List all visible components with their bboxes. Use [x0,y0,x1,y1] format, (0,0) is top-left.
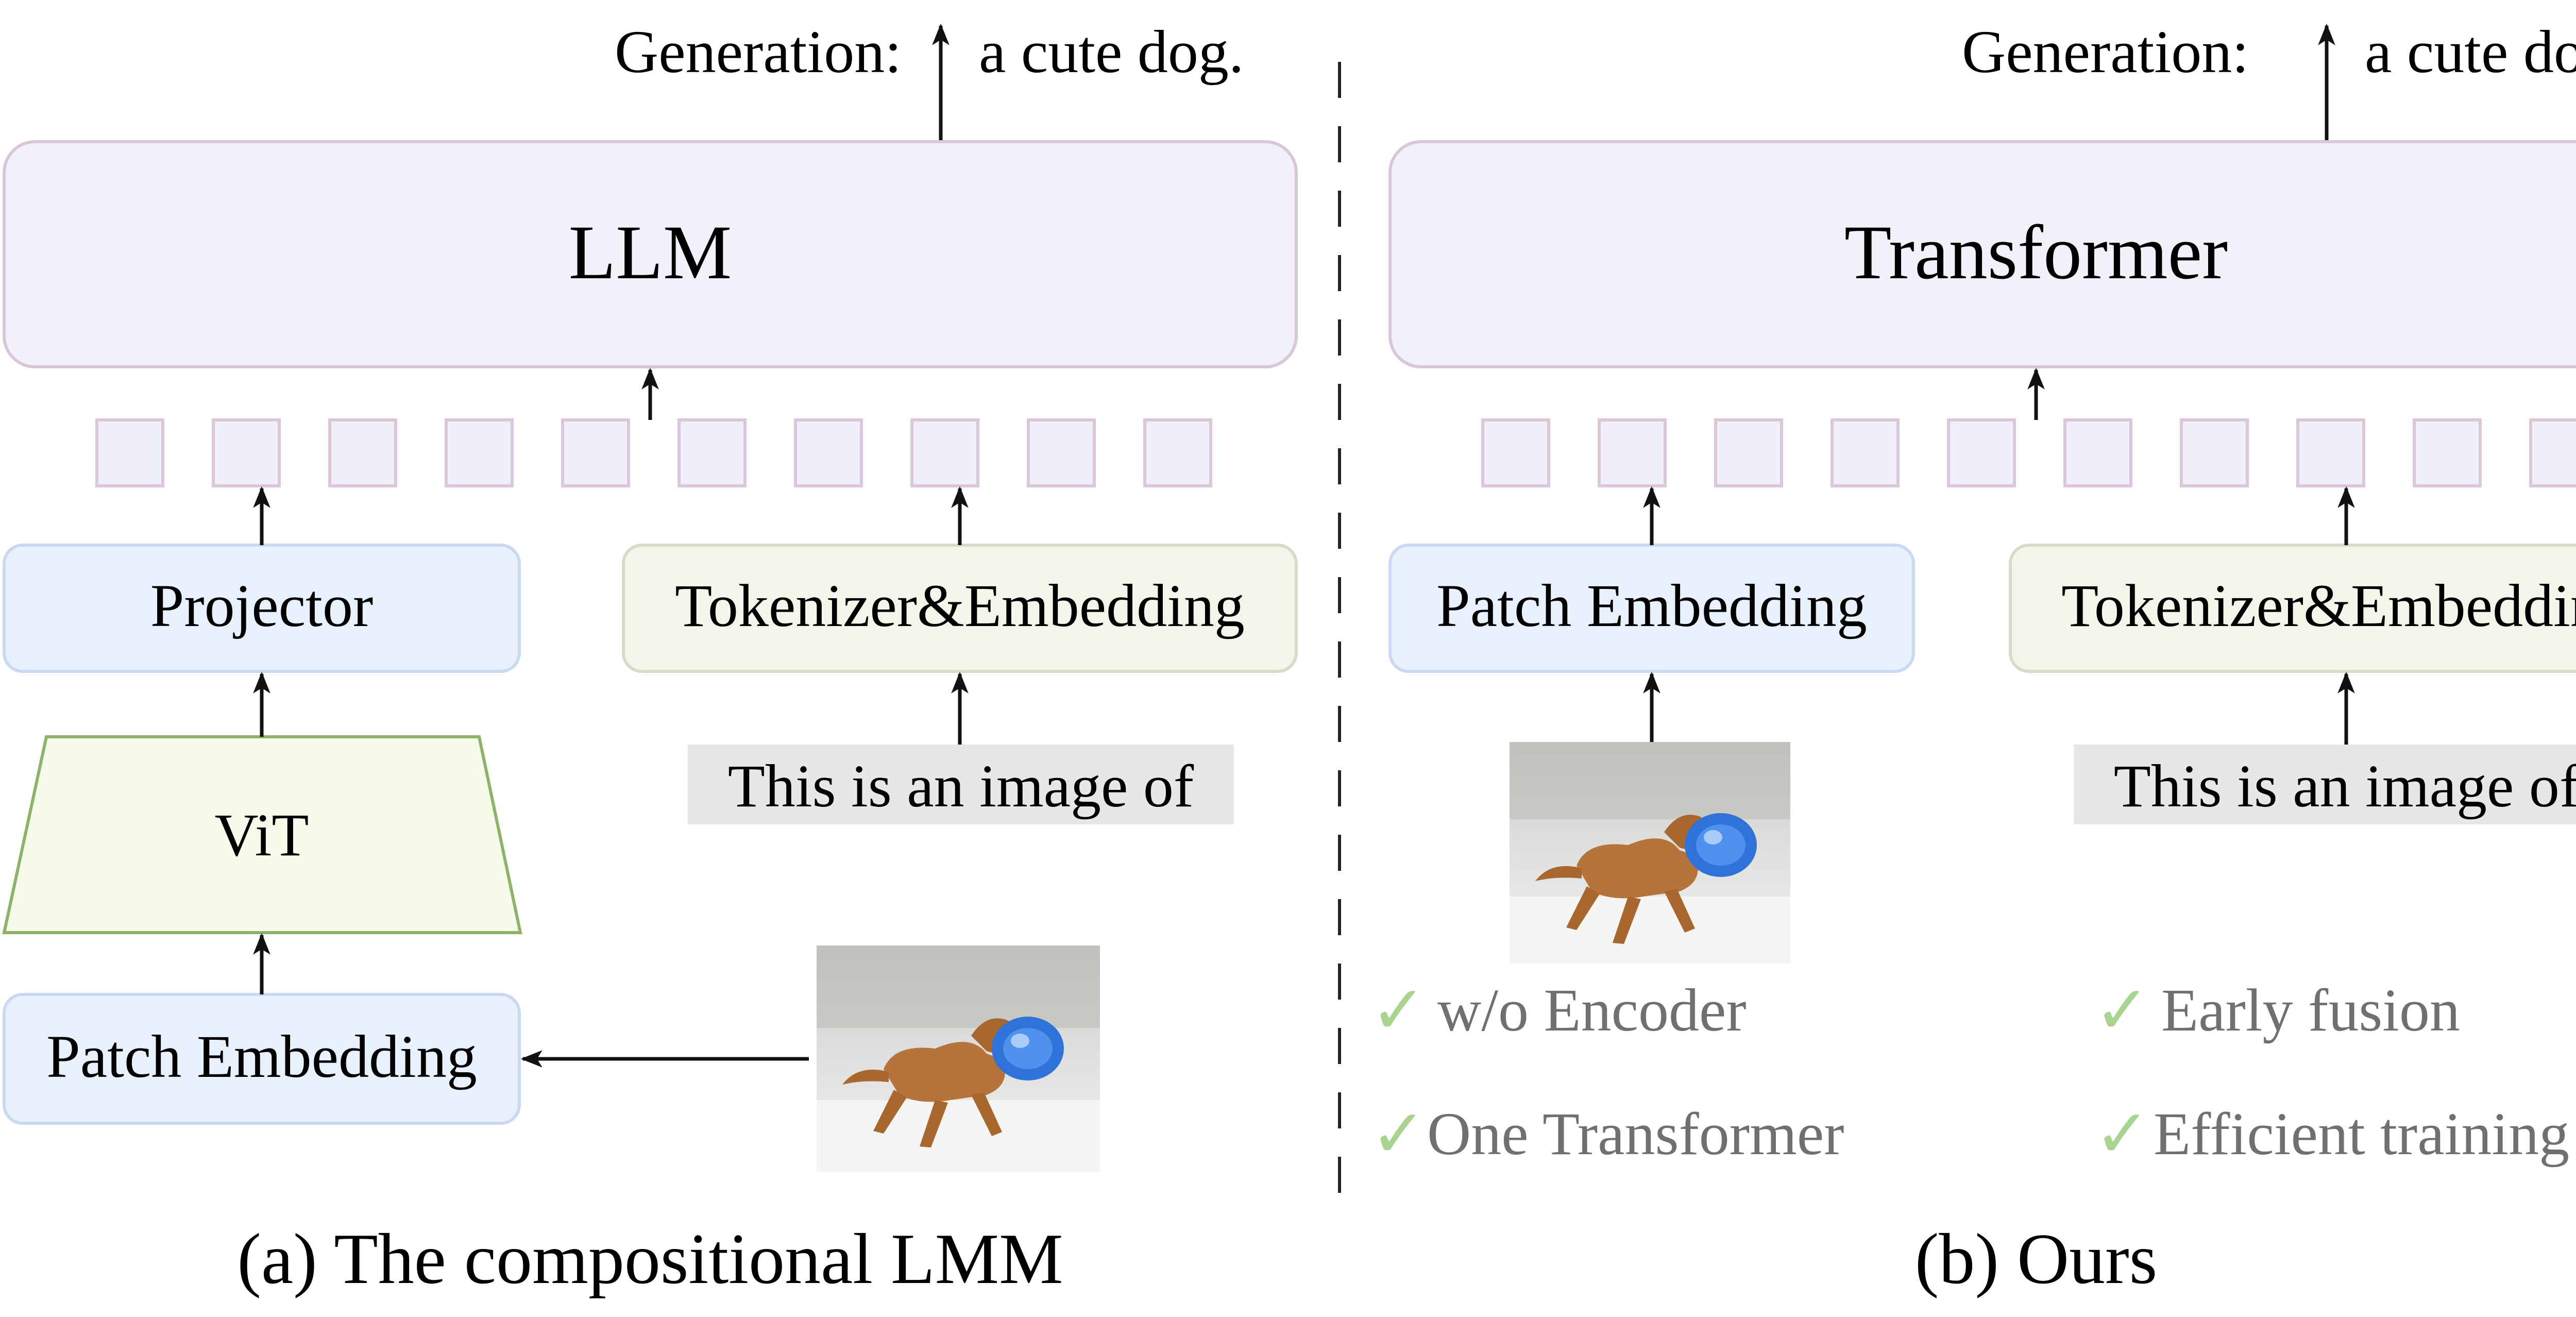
feature-label: w/o Encoder [1437,976,1747,1044]
left-token-9 [1027,418,1096,487]
check-icon: ✓ [2094,1094,2150,1173]
left-token-1 [95,418,164,487]
check-icon: ✓ [1370,971,1427,1049]
left-text-input-bg [688,745,1234,824]
right-patch-embed-label: Patch Embedding [1436,572,1867,639]
right-token-5 [1947,418,2016,487]
right-token-4 [1831,418,1900,487]
right-generation-output: a cute dog. [2365,18,2576,86]
left-token-3 [328,418,397,487]
right-token-3 [1714,418,1783,487]
right-generation-label: Generation: [1962,18,2249,86]
transformer-block [1388,140,2576,368]
right-token-7 [2180,418,2249,487]
right-text-embed-label: Tokenizer&Embedding [2061,572,2576,639]
left-token-5 [561,418,630,487]
left-token-6 [677,418,747,487]
right-token-2 [1598,418,1667,487]
right-dog-image [1510,742,1790,964]
feature-wo-encoder: ✓ w/o Encoder [1370,971,1747,1049]
left-text-embed-label: Tokenizer&Embedding [675,572,1245,639]
llm-block [3,140,1298,368]
vit-label: ViT [215,801,309,869]
right-text-input: This is an image of [2114,752,2576,820]
right-text-input-bg [2074,745,2576,824]
feature-label: One Transformer [1427,1100,1844,1168]
vit-block [2,735,522,934]
left-token-4 [445,418,514,487]
feature-one-transformer: ✓ One Transformer [1370,1094,1844,1173]
right-token-6 [2063,418,2132,487]
right-token-row [1481,418,2576,487]
check-icon: ✓ [2094,971,2150,1049]
left-caption: (a) The compositional LMM [237,1219,1063,1299]
left-patch-embed-label: Patch Embedding [46,1023,477,1090]
left-generation-output: a cute dog. [979,18,1244,86]
left-token-8 [910,418,979,487]
right-token-9 [2413,418,2482,487]
feature-label: Efficient training [2154,1100,2569,1168]
feature-early-fusion: ✓ Early fusion [2094,971,2460,1049]
right-token-1 [1481,418,1550,487]
llm-label: LLM [569,210,732,295]
left-token-7 [794,418,863,487]
right-caption: (b) Ours [1915,1219,2157,1299]
left-token-2 [212,418,281,487]
left-token-10 [1143,418,1212,487]
feature-efficient-training: ✓ Efficient training [2094,1094,2569,1173]
right-token-10 [2529,418,2576,487]
left-text-input: This is an image of [728,752,1194,820]
left-dog-image [817,945,1100,1172]
projector-label: Projector [150,572,374,639]
transformer-label: Transformer [1844,210,2228,295]
feature-label: Early fusion [2161,976,2460,1044]
check-icon: ✓ [1370,1094,1427,1173]
left-panel: Generation: a cute dog. LLM Projector To… [2,18,1298,1299]
left-generation-label: Generation: [615,18,902,86]
right-token-8 [2296,418,2365,487]
left-token-row [95,418,1212,487]
right-panel: Generation: a cute dog. Transformer Patc… [1370,18,2576,1299]
